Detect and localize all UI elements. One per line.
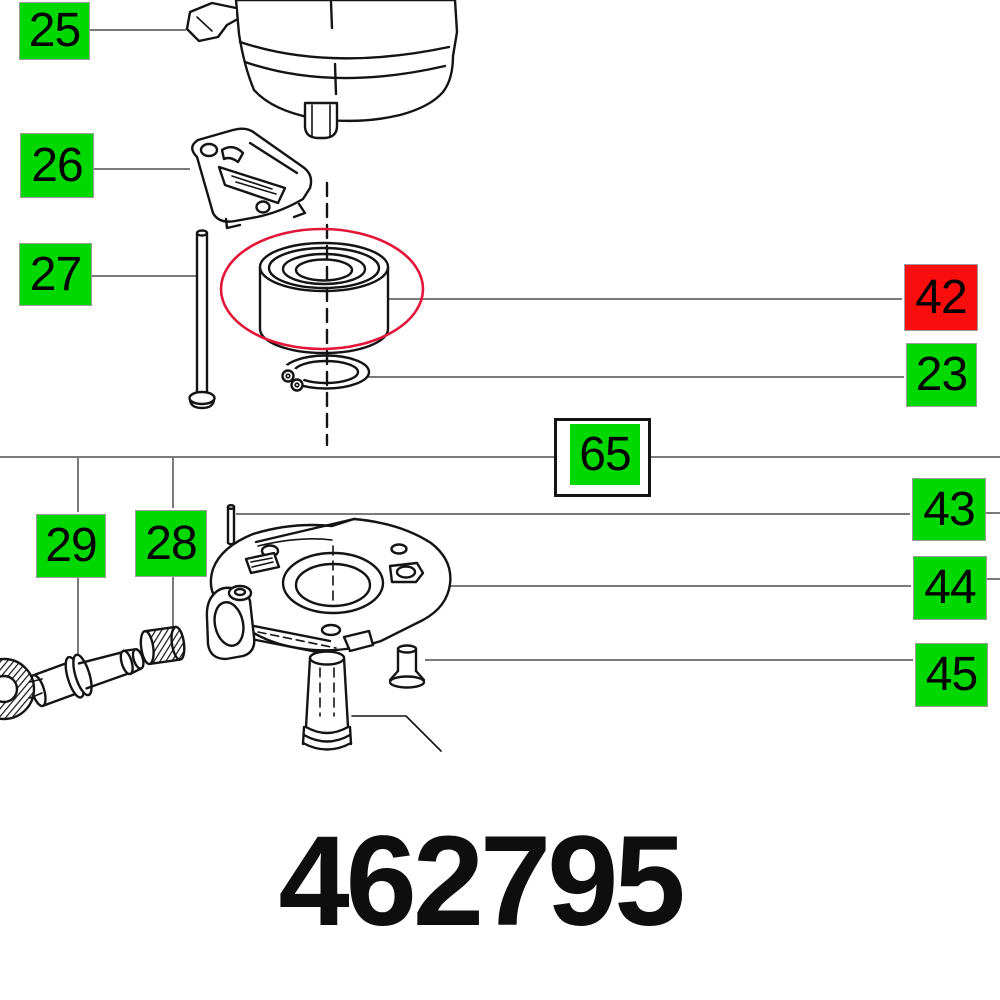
threaded-insert-drawing <box>139 625 186 666</box>
gear-housing-drawing <box>185 0 459 140</box>
callout-65[interactable]: 65 <box>570 424 640 485</box>
mounting-bracket-drawing <box>191 127 313 230</box>
callout-65-frame: 65 <box>554 418 651 497</box>
ball-bearing-drawing <box>258 241 390 355</box>
retaining-ring-drawing <box>275 354 371 393</box>
callout-65-label: 65 <box>579 427 631 481</box>
base-flange-drawing <box>205 517 452 661</box>
callout-29-label: 29 <box>45 519 97 572</box>
callout-43[interactable]: 43 <box>912 478 986 541</box>
callout-28-label: 28 <box>145 516 197 570</box>
callout-25[interactable]: 25 <box>19 2 90 60</box>
callout-23[interactable]: 23 <box>906 343 977 407</box>
spindle-bolt-drawing <box>29 648 145 708</box>
callout-25-label: 25 <box>28 4 81 57</box>
callout-45[interactable]: 45 <box>915 643 988 707</box>
leader-lines <box>0 29 1000 661</box>
part-number: 462795 <box>278 810 685 953</box>
dowel-pin-drawing <box>226 504 236 546</box>
callout-43-label: 43 <box>923 482 975 536</box>
callout-26-label: 26 <box>31 138 83 192</box>
pin-drawing <box>188 229 216 410</box>
cone-plug-drawing <box>301 650 442 752</box>
callout-44[interactable]: 44 <box>913 556 987 620</box>
callout-27[interactable]: 27 <box>19 243 92 306</box>
knurled-knob-drawing <box>0 657 43 721</box>
callout-44-label: 44 <box>924 561 976 614</box>
highlight-ellipse <box>219 227 425 351</box>
callout-42-label: 42 <box>915 270 967 324</box>
callout-26[interactable]: 26 <box>20 133 94 198</box>
callout-28[interactable]: 28 <box>135 510 207 577</box>
callout-23-label: 23 <box>915 348 968 401</box>
countersunk-screw-drawing <box>388 644 426 689</box>
callout-27-label: 27 <box>29 247 82 301</box>
callout-29[interactable]: 29 <box>36 514 106 578</box>
callout-42-highlighted[interactable]: 42 <box>904 264 978 331</box>
callout-45-label: 45 <box>925 648 978 701</box>
